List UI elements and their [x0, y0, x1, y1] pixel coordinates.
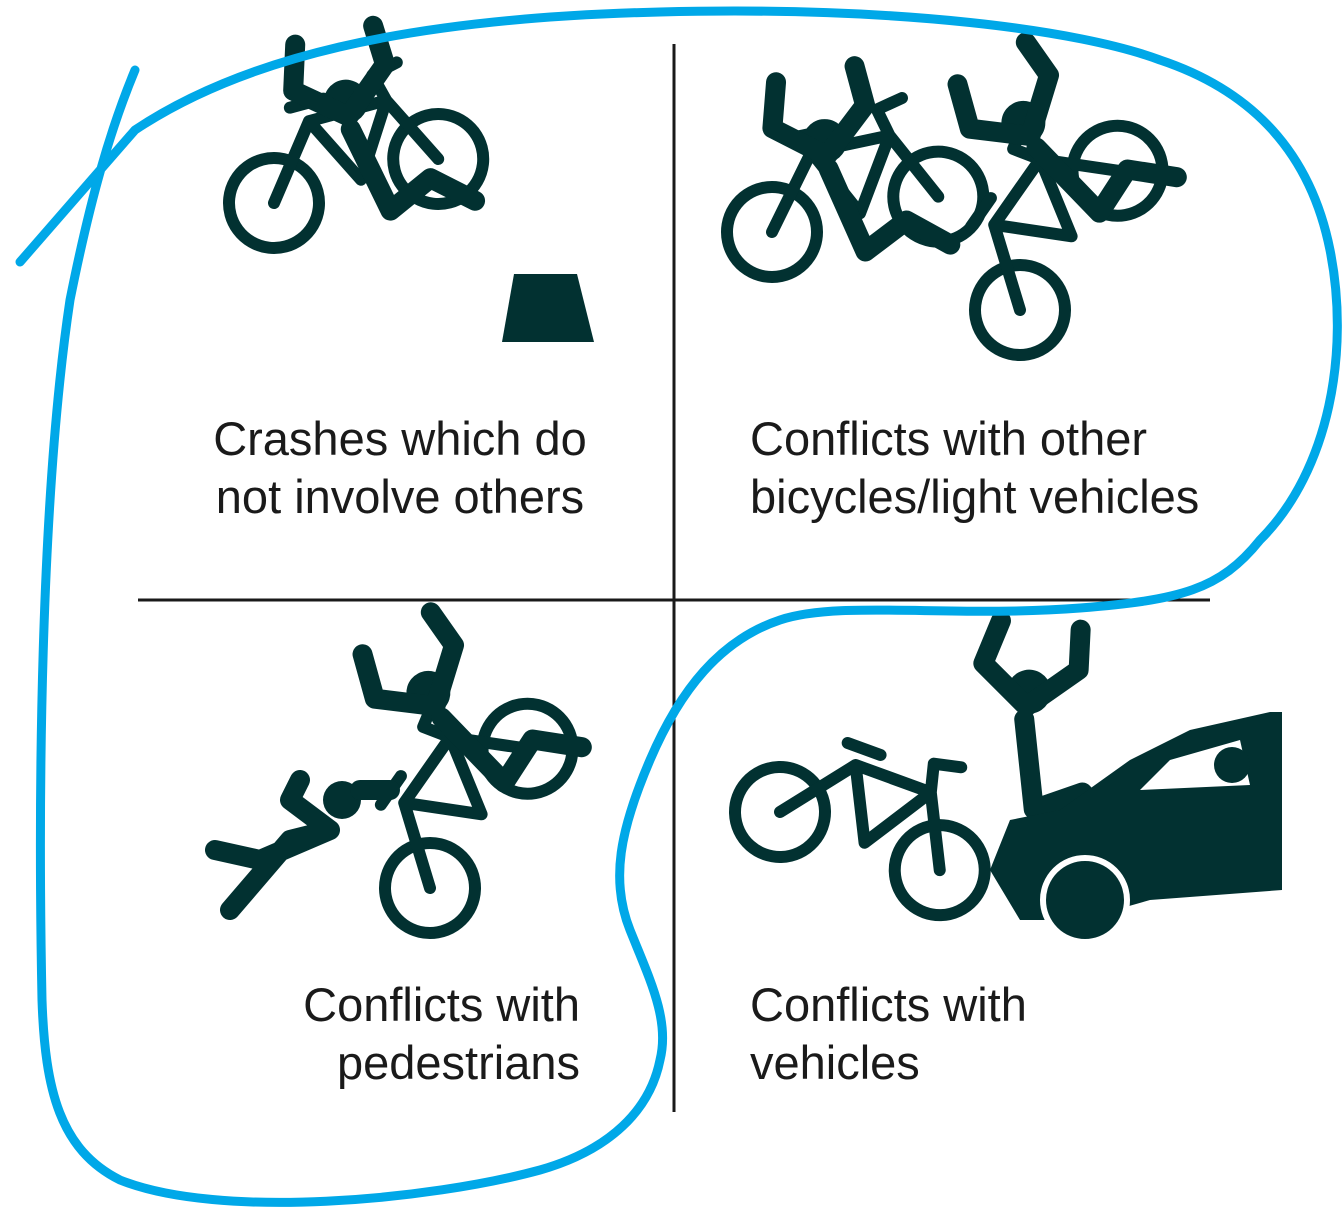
- cyclist-hitting-car-icon: [722, 614, 1282, 945]
- caption-line: Conflicts with other: [750, 412, 1148, 465]
- caption-line: vehicles: [750, 1036, 920, 1089]
- caption-line: Conflicts with: [750, 978, 1027, 1031]
- two-cyclists-colliding-icon: [706, 9, 1180, 372]
- caption-line: bicycles/light vehicles: [750, 470, 1200, 523]
- caption-line: not involve others: [215, 470, 585, 523]
- annotation-outline: [15, 6, 1342, 1207]
- caption-conflicts-light-vehicles: Conflicts with other bicycles/light vehi…: [750, 410, 1199, 526]
- caption-line: Crashes which do: [213, 412, 587, 465]
- caption-conflicts-vehicles: Conflicts with vehicles: [750, 976, 1027, 1092]
- caption-line: pedestrians: [337, 1036, 580, 1089]
- cyclist-hitting-pedestrian-icon: [205, 579, 590, 950]
- cyclist-falling-at-curb-icon: [204, 14, 594, 342]
- caption-line: Conflicts with: [303, 978, 580, 1031]
- caption-crashes-not-involving-others: Crashes which do not involve others: [160, 410, 640, 526]
- caption-conflicts-pedestrians: Conflicts with pedestrians: [230, 976, 580, 1092]
